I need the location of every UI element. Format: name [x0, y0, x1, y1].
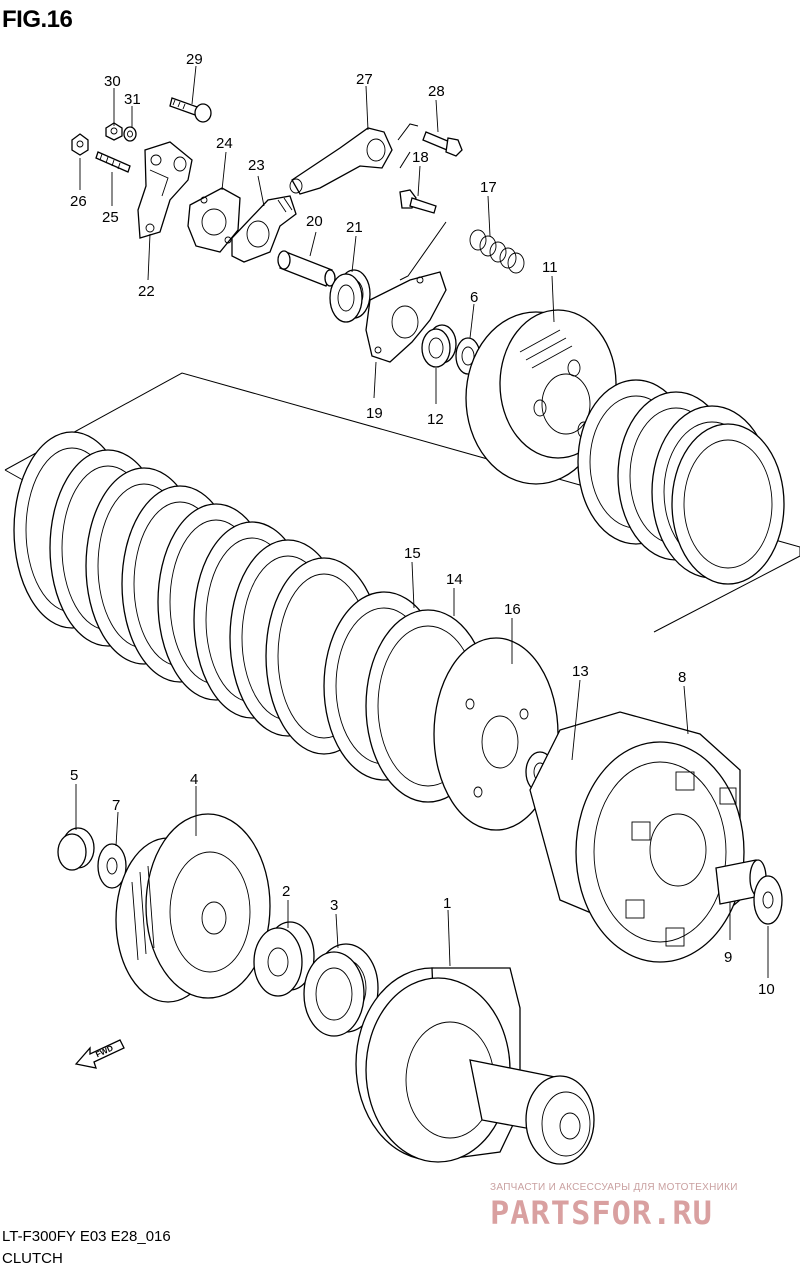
part-19-lifter-plate: [365, 271, 447, 363]
part-16-pressure-plate: [433, 637, 559, 831]
callout-4: 4: [190, 771, 198, 788]
part-27-lever: [289, 127, 393, 195]
part-1-clutch-drum: [355, 967, 595, 1165]
callout-19: 19: [366, 405, 383, 422]
figure-title: FIG.16: [2, 6, 73, 33]
part-3-one-way-bearing: [303, 943, 379, 1037]
callout-16: 16: [504, 601, 521, 618]
part-24-gasket: [187, 187, 241, 253]
callout-25: 25: [102, 209, 119, 226]
callout-labels: 1 2 3 4 5 6 7 8 9 10 11 12 13 14 15 16 1…: [70, 51, 775, 998]
callout-12: 12: [427, 411, 444, 428]
part-10-washer: [753, 875, 783, 925]
watermark-brand: PARTSFOR.RU: [490, 1194, 713, 1232]
callout-11: 11: [542, 259, 558, 276]
part-4-primary-drive-gear: [115, 813, 271, 1003]
leader-lines: [75, 65, 769, 978]
release-mechanism-group: [71, 97, 525, 375]
watermark-logo: PARTSFOR.RU: [490, 1194, 713, 1232]
part-25-stud: [95, 151, 131, 173]
callout-6: 6: [470, 289, 478, 306]
callout-29: 29: [186, 51, 203, 68]
callout-15: 15: [404, 545, 421, 562]
part-20-shaft: [277, 250, 336, 287]
part-12-bushing: [421, 324, 457, 368]
part-23-cam: [231, 195, 297, 263]
callout-14: 14: [446, 571, 463, 588]
callout-21: 21: [346, 219, 363, 236]
callout-28: 28: [428, 83, 445, 100]
callout-9: 9: [724, 949, 732, 966]
part-21-bearing: [329, 269, 371, 323]
callout-8: 8: [678, 669, 686, 686]
callout-24: 24: [216, 135, 233, 152]
clutch-plates-right: [577, 379, 785, 585]
figure-caption: CLUTCH: [2, 1250, 63, 1267]
callout-10: 10: [758, 981, 775, 998]
part-22-bracket: [137, 141, 193, 239]
part-8-clutch-housing: [529, 711, 745, 963]
part-31-washer: [123, 126, 137, 142]
part-5-nut: [57, 827, 95, 871]
callout-13: 13: [572, 663, 589, 680]
watermark-tagline: ЗАПЧАСТИ И АКСЕССУАРЫ ДЛЯ МОТОТЕХНИКИ: [490, 1182, 738, 1193]
callout-22: 22: [138, 283, 155, 300]
callout-7: 7: [112, 797, 120, 814]
model-code: LT-F300FY E03 E28_016: [2, 1228, 171, 1245]
fwd-direction-arrow: FWD: [74, 1039, 125, 1069]
callout-17: 17: [480, 179, 497, 196]
callout-5: 5: [70, 767, 78, 784]
part-28-bolt: [422, 131, 463, 157]
part-18-bolt: [399, 189, 437, 214]
part-7-washer: [97, 843, 127, 889]
callout-26: 26: [70, 193, 87, 210]
callout-23: 23: [248, 157, 265, 174]
part-2-bearing: [253, 921, 315, 997]
callout-27: 27: [356, 71, 373, 88]
part-29-bolt: [169, 97, 212, 123]
callout-2: 2: [282, 883, 290, 900]
callout-31: 31: [124, 91, 141, 108]
callout-30: 30: [104, 73, 121, 90]
callout-1: 1: [443, 895, 451, 912]
callout-3: 3: [330, 897, 338, 914]
callout-20: 20: [306, 213, 323, 230]
callout-18: 18: [412, 149, 429, 166]
part-26-nut: [71, 133, 89, 156]
part-17-spring: [469, 229, 525, 274]
